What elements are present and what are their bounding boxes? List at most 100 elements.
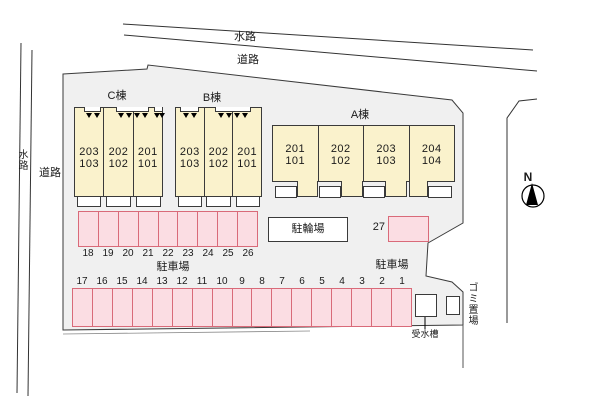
unit-number-upper: 201 bbox=[137, 146, 158, 158]
unit-number-lower: 102 bbox=[108, 158, 129, 170]
entrance-notch bbox=[180, 107, 199, 112]
north-label: N bbox=[523, 170, 533, 184]
water-tank-box bbox=[415, 294, 437, 317]
parking-space bbox=[237, 211, 259, 247]
garbage-area-label: ゴミ置場 bbox=[466, 282, 477, 326]
building-c-unit: 203 103 bbox=[75, 108, 103, 196]
building-b-label: B棟 bbox=[202, 92, 222, 104]
unit-number-lower: 101 bbox=[137, 158, 158, 170]
parking-space-number: 21 bbox=[142, 248, 154, 259]
parking-label-left: 駐車場 bbox=[156, 261, 190, 273]
building-porch bbox=[275, 186, 297, 198]
parking-space-number: 17 bbox=[76, 276, 88, 287]
building-porch bbox=[206, 197, 231, 207]
parking-space-number: 19 bbox=[102, 248, 114, 259]
building-a-units: 201 101 202 102 203 103 204 104 bbox=[273, 126, 454, 181]
road-top-label: 道路 bbox=[237, 54, 259, 66]
parking-space bbox=[91, 288, 113, 327]
entrance-marker-icon bbox=[242, 113, 248, 118]
right-road-line bbox=[506, 98, 538, 323]
parking-space bbox=[331, 288, 353, 327]
building-b-units: 203 103 202 102 201 101 bbox=[176, 108, 261, 196]
entrance-marker-icon bbox=[159, 113, 165, 118]
parking-space bbox=[78, 211, 99, 247]
parking-space-number: 1 bbox=[399, 276, 405, 287]
parking-space-number: 13 bbox=[156, 276, 168, 287]
parking-row-2-numbers: 17 16 15 14 13 12 11 10 9 8 7 6 5 4 3 2 … bbox=[72, 276, 412, 287]
parking-space bbox=[217, 211, 239, 247]
building-a-unit: 204 104 bbox=[408, 126, 455, 181]
building-c-label: C棟 bbox=[107, 90, 127, 102]
building-porch bbox=[136, 197, 161, 207]
entrance-marker-icon bbox=[134, 113, 140, 118]
parking-space-number: 23 bbox=[182, 248, 194, 259]
parking-space-number: 24 bbox=[202, 248, 214, 259]
building-porch bbox=[319, 186, 341, 198]
entrance-marker-icon bbox=[183, 113, 189, 118]
parking-label-right: 駐車場 bbox=[375, 259, 409, 271]
parking-space-number: 18 bbox=[82, 248, 94, 259]
unit-number-lower: 101 bbox=[237, 158, 258, 170]
parking-space-number: 2 bbox=[379, 276, 385, 287]
waterway-left-label: 水路 bbox=[16, 149, 27, 171]
building-porch bbox=[106, 197, 131, 207]
parking-space-number: 25 bbox=[222, 248, 234, 259]
parking-space-number: 10 bbox=[216, 276, 228, 287]
building-c-unit: 202 102 bbox=[103, 108, 132, 196]
building-a-unit: 202 102 bbox=[317, 126, 364, 181]
parking-space bbox=[117, 211, 139, 247]
building-b: 203 103 202 102 201 101 bbox=[175, 107, 262, 207]
unit-number-lower: 103 bbox=[179, 158, 200, 170]
building-c-units: 203 103 202 102 201 101 bbox=[75, 108, 162, 196]
unit-number-lower: 103 bbox=[376, 154, 397, 167]
parking-space bbox=[177, 211, 199, 247]
parking-space-number: 15 bbox=[116, 276, 128, 287]
entrance-marker-icon bbox=[154, 113, 160, 118]
building-porch bbox=[178, 197, 202, 207]
parking-space bbox=[171, 288, 193, 327]
building-porch bbox=[428, 186, 452, 198]
parking-space bbox=[271, 288, 293, 327]
parking-space bbox=[157, 211, 179, 247]
parking-space bbox=[391, 288, 412, 327]
parking-space-number: 9 bbox=[239, 276, 245, 287]
parking-space bbox=[137, 211, 159, 247]
water-tank-label: 受水槽 bbox=[411, 329, 439, 339]
parking-row-1-numbers: 18 19 20 21 22 23 24 25 26 bbox=[78, 248, 258, 259]
building-b-unit: 202 102 bbox=[203, 108, 233, 196]
parking-space bbox=[231, 288, 253, 327]
unit-number-upper: 203 bbox=[79, 146, 100, 158]
waterway-top-line-1 bbox=[122, 23, 534, 51]
waterway-left-line-2 bbox=[27, 49, 33, 397]
entrance-marker-icon bbox=[126, 113, 132, 118]
unit-number-upper: 203 bbox=[376, 142, 397, 155]
entrance-notch bbox=[215, 107, 251, 112]
parking-space bbox=[371, 288, 392, 327]
garbage-box bbox=[446, 296, 460, 315]
unit-number-lower: 104 bbox=[421, 154, 442, 167]
building-b-unit: 203 103 bbox=[176, 108, 204, 196]
parking-space bbox=[131, 288, 153, 327]
parking-space-number: 4 bbox=[339, 276, 345, 287]
building-a-unit: 201 101 bbox=[273, 126, 318, 181]
north-arrow-icon bbox=[521, 183, 545, 208]
bicycle-parking-area: 駐輪場 bbox=[268, 217, 348, 242]
parking-space bbox=[151, 288, 173, 327]
entrance-marker-icon bbox=[234, 113, 240, 118]
parking-row-2 bbox=[72, 288, 412, 327]
parking-space-number: 12 bbox=[176, 276, 188, 287]
building-a-unit: 203 103 bbox=[363, 126, 409, 181]
entrance-marker-icon bbox=[142, 113, 148, 118]
parking-space-number: 22 bbox=[162, 248, 174, 259]
parking-space-27 bbox=[388, 216, 429, 242]
entrance-notch bbox=[84, 107, 101, 112]
parking-space-number: 6 bbox=[299, 276, 305, 287]
parking-space bbox=[311, 288, 333, 327]
south-boundary-line bbox=[62, 330, 311, 335]
parking-space bbox=[111, 288, 133, 327]
unit-number-lower: 102 bbox=[330, 154, 351, 167]
entrance-marker-icon bbox=[94, 113, 100, 118]
building-c: 203 103 202 102 201 101 bbox=[74, 107, 165, 207]
building-porch bbox=[77, 197, 101, 207]
